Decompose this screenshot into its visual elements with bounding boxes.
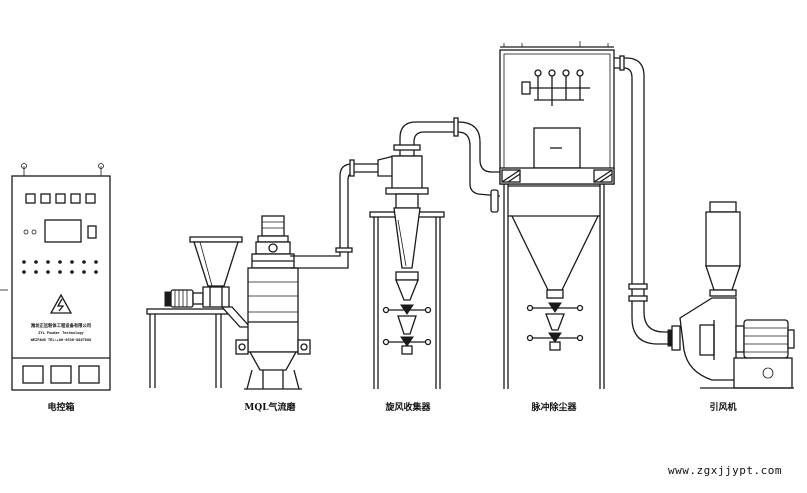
label-pulse-dust-collector: 脉冲除尘器 <box>530 401 577 413</box>
label-cyclone-collector: 旋风收集器 <box>384 401 431 413</box>
label-induced-fan: 引风机 <box>709 401 736 413</box>
feeder-table <box>146 236 252 388</box>
watermark-url: www.zgxjjypt.com <box>668 464 782 477</box>
pulse-dust-collector <box>499 41 615 389</box>
air-mill <box>235 215 311 390</box>
nameplate-contact: WEIFANG TEL:+86-0536-8867888 <box>31 338 92 342</box>
induced-fan <box>679 201 795 389</box>
label-air-mill: MQL气流磨 <box>244 401 296 413</box>
label-control-cabinet: 电控箱 <box>47 401 74 413</box>
nameplate-company-en: ZYL Powder Technology <box>38 331 84 335</box>
cyclone-collector <box>369 121 458 389</box>
pipe-cyclone-to-collector <box>453 117 501 213</box>
nameplate-company-cn: 潍坊正远粉体工程设备有限公司 <box>31 322 91 329</box>
pipe-collector-to-fan <box>614 55 681 351</box>
control-cabinet: 潍坊正远粉体工程设备有限公司 ZYL Powder Technology WEI… <box>0 163 111 391</box>
pipe-mill-to-cyclone <box>290 159 378 269</box>
